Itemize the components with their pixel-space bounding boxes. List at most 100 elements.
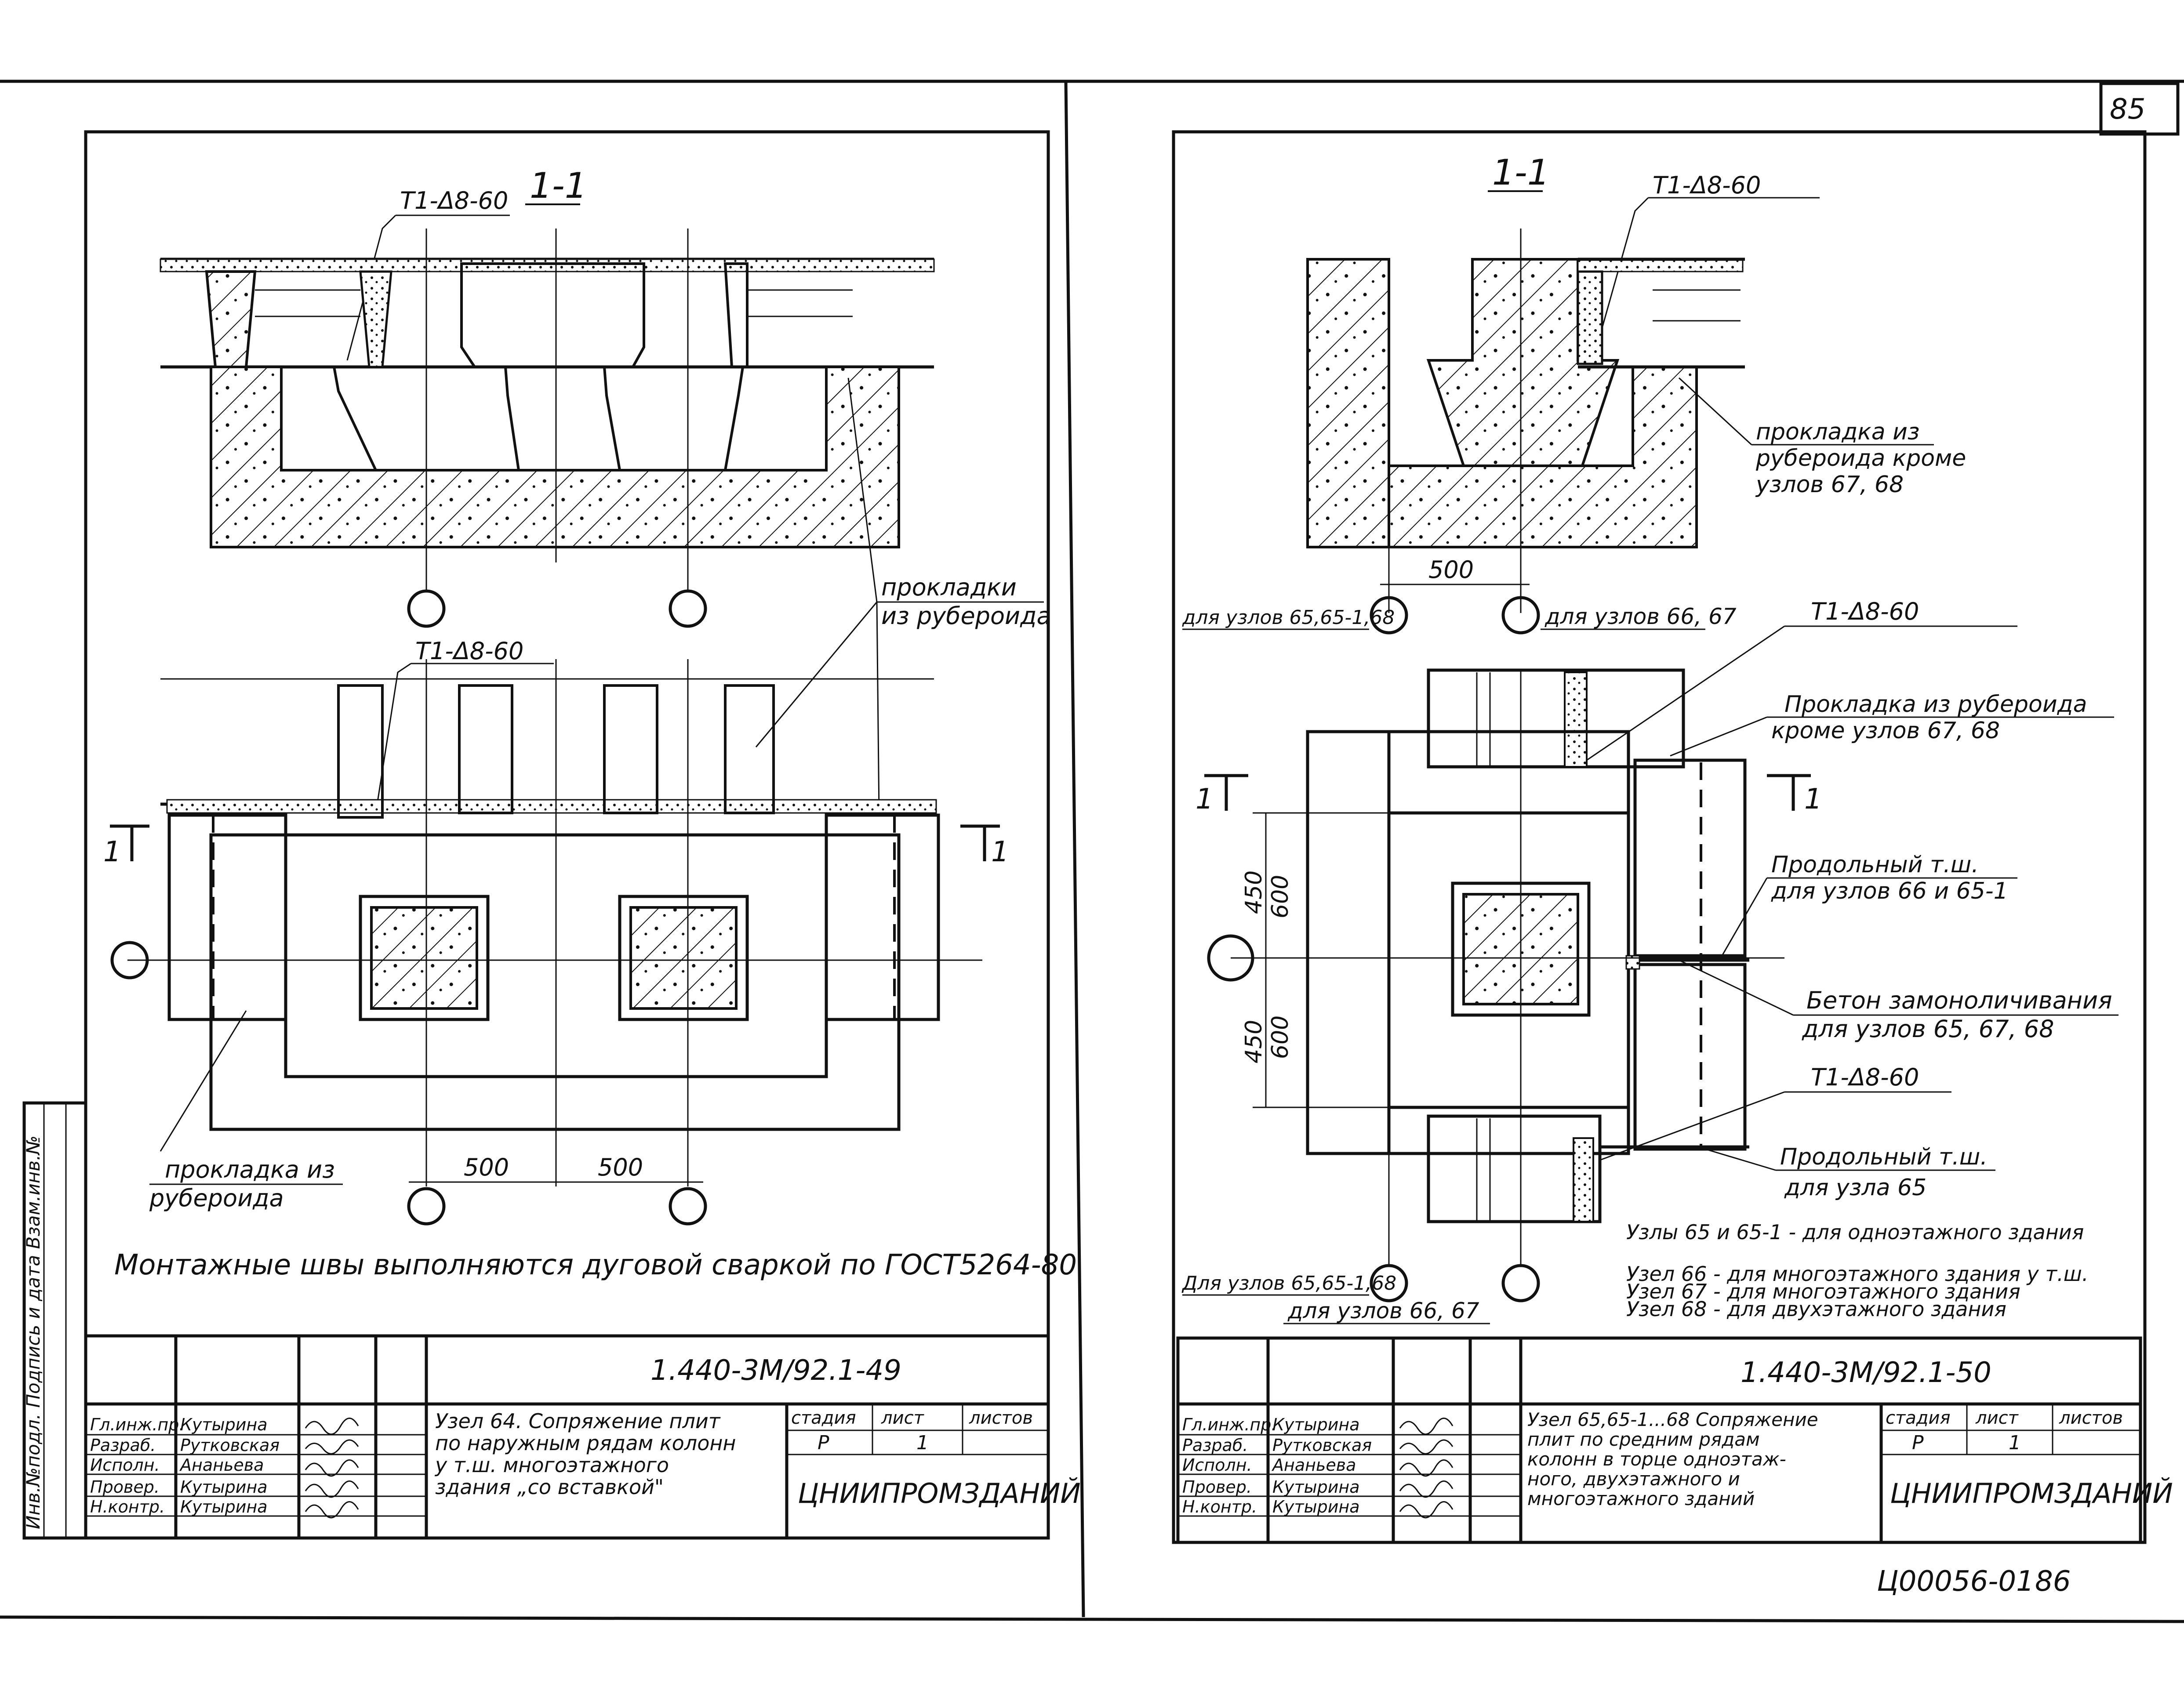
left-column-2 — [629, 906, 738, 1010]
left-plan-beam — [209, 833, 901, 1131]
right-sig-name-3: Ананьева — [1271, 1455, 1356, 1475]
right-dim-450b: 450 — [1241, 1020, 1267, 1063]
right-gasket-section-leader — [1678, 377, 1752, 446]
right-signature-scribble-1 — [1399, 1418, 1454, 1435]
page-number-box — [2099, 82, 2180, 136]
right-title-block: 1.440-3М/92.1-50 Узел 65,65-1...68 Сопря… — [1176, 1336, 2173, 1544]
right-column-section — [1306, 258, 1390, 548]
left-beam-slope-c — [603, 366, 621, 471]
left-slab-topping — [160, 258, 935, 272]
right-gasket-section-2: рубероида кроме — [1755, 445, 1966, 472]
right-stage-header: стадия — [1886, 1408, 1951, 1428]
left-description-4: здания „со вставкой" — [435, 1475, 664, 1499]
right-sig-name-2: Рутковская — [1272, 1436, 1372, 1455]
left-plan-rib-4 — [724, 684, 775, 814]
left-description-2: по наружным рядам колонн — [435, 1431, 736, 1455]
right-signature-scribble-2 — [1399, 1439, 1454, 1455]
right-sheets-header: листов — [2059, 1408, 2123, 1428]
left-plan-axis-circle-2 — [669, 1187, 707, 1226]
right-sig-role-2: Разраб. — [1182, 1436, 1248, 1455]
left-plan-rib-3 — [603, 684, 658, 814]
right-description-2: плит по средним рядам — [1527, 1429, 1760, 1450]
right-long-seam-1-b: для узлов 66 и 65-1 — [1771, 878, 2008, 904]
right-axis-circle-2 — [1501, 596, 1540, 635]
left-description-3: у т.ш. многоэтажного — [434, 1453, 669, 1477]
left-sig-name-4: Кутырина — [180, 1477, 268, 1497]
right-section-title: 1-1 — [1492, 152, 1550, 193]
left-gasket-label-bottom-2: рубероида — [149, 1184, 284, 1212]
page-number: 85 — [2110, 93, 2145, 126]
right-plan-rib-bottom — [1573, 1137, 1594, 1222]
left-plan-rib-2 — [458, 684, 513, 814]
left-sig-name-5: Кутырина — [180, 1497, 268, 1516]
right-archive-page: 86 — [2035, 1565, 2071, 1598]
right-sig-role-1: Гл.инж.пр. — [1182, 1415, 1276, 1434]
right-sheet: 1-1 Т1-Δ8-60 500 для узлов 65,65-1,68 дл… — [1172, 130, 2173, 1598]
right-dim-450a: 450 — [1241, 871, 1267, 914]
right-axis-note-right-top: для узлов 66, 67 — [1544, 604, 1737, 629]
right-long-seam-2-b: для узла 65 — [1784, 1175, 1926, 1201]
left-dim-right: 500 — [598, 1154, 643, 1181]
right-gasket-plan-1: Прокладка из рубероида — [1784, 691, 2087, 718]
right-node-note-3: Узел 67 - для многоэтажного здания — [1626, 1280, 2020, 1303]
left-gasket-leader-2 — [755, 602, 878, 747]
left-rib-1 — [205, 270, 257, 368]
right-axis-note-left-bottom: Для узлов 65,65-1,68 — [1181, 1272, 1396, 1295]
right-archive-code: Ц00056-01 — [1877, 1565, 2034, 1598]
left-gasket-leader-3 — [876, 602, 880, 813]
right-description-4: ного, двухэтажного и — [1527, 1468, 1740, 1490]
left-column-1-outer — [359, 895, 490, 1021]
right-section-mark-right: 1 — [1804, 783, 1822, 816]
left-plan-axis-circle-1 — [407, 1187, 446, 1226]
left-doc-code: 1.440-3М/92.1-49 — [650, 1354, 901, 1387]
right-gasket-plan-leader — [1670, 716, 1767, 757]
right-sig-role-3: Исполн. — [1182, 1455, 1252, 1475]
left-sig-role-5: Н.контр. — [90, 1497, 165, 1516]
sheet-bottom-line — [0, 1615, 2184, 1623]
right-plan-axis-circle-h — [1207, 934, 1254, 982]
right-sig-name-5: Кутырина — [1272, 1497, 1360, 1516]
left-sig-role-3: Исполн. — [90, 1455, 160, 1475]
left-sig-role-2: Разраб. — [90, 1436, 156, 1455]
right-section-mark-left: 1 — [1196, 783, 1214, 816]
right-plan-axis-circle-1 — [1370, 1264, 1408, 1302]
left-title-block: 1.440-3М/92.1-49 Узел 64. Сопряжение пли… — [84, 1334, 1081, 1540]
right-axis-note-right-bottom: для узлов 66, 67 — [1287, 1298, 1479, 1324]
right-node-note-2: Узел 66 - для многоэтажного здания у т.ш… — [1626, 1262, 2088, 1286]
left-rib-4 — [723, 262, 749, 368]
left-signature-scribble-1 — [305, 1418, 359, 1435]
left-note: Монтажные швы выполняются дуговой сварко… — [114, 1249, 1077, 1281]
left-gasket-label-bottom-1: прокладка из — [165, 1156, 335, 1183]
right-plan-slab-right-2 — [1633, 963, 1747, 1151]
right-weld-label-mid: Т1-Δ8-60 — [1811, 598, 1919, 625]
left-column-2-outer — [618, 895, 749, 1021]
right-long-seam-2-a: Продольный т.ш. — [1780, 1144, 1988, 1170]
right-gasket-section-3: узлов 67, 68 — [1755, 472, 1904, 498]
right-sig-role-5: Н.контр. — [1182, 1497, 1257, 1516]
right-plan-rib-top — [1564, 671, 1588, 768]
right-plan-slab-top — [1427, 668, 1685, 769]
left-gasket-label-top-2: из рубероида — [881, 602, 1051, 630]
right-description-5: многоэтажного зданий — [1527, 1488, 1755, 1509]
right-plan-slab-right-1 — [1633, 758, 1747, 958]
right-axis-note-left-top: для узлов 65,65-1,68 — [1182, 606, 1395, 629]
right-dim-600a: 600 — [1267, 875, 1294, 918]
left-sheet: 1-1 Т1-Δ8-60 прокладки из рубероида — [22, 130, 1081, 1540]
left-sig-name-1: Кутырина — [180, 1415, 268, 1434]
right-title-block-frame — [1176, 1336, 2142, 1544]
left-beam-slope-b — [504, 366, 520, 471]
left-rib-2 — [359, 270, 392, 368]
right-concrete-leader — [1679, 959, 1794, 1016]
left-organization: ЦНИИПРОМЗДАНИЙ — [798, 1477, 1081, 1509]
right-node-note-4: Узел 68 - для двухэтажного здания — [1626, 1297, 2006, 1321]
right-sig-name-1: Кутырина — [1272, 1415, 1360, 1434]
right-sheet: 1 — [2009, 1432, 2021, 1454]
right-node-note-1: Узлы 65 и 65-1 - для одноэтажного здания — [1626, 1220, 2084, 1244]
left-sheet: 1 — [916, 1432, 929, 1454]
right-dim-600b: 600 — [1267, 1016, 1294, 1059]
right-weld-label-low: Т1-Δ8-60 — [1811, 1063, 1919, 1091]
right-slab-rib-2 — [1577, 270, 1603, 365]
left-beam-section — [210, 366, 900, 548]
left-rib-3 — [460, 262, 645, 368]
